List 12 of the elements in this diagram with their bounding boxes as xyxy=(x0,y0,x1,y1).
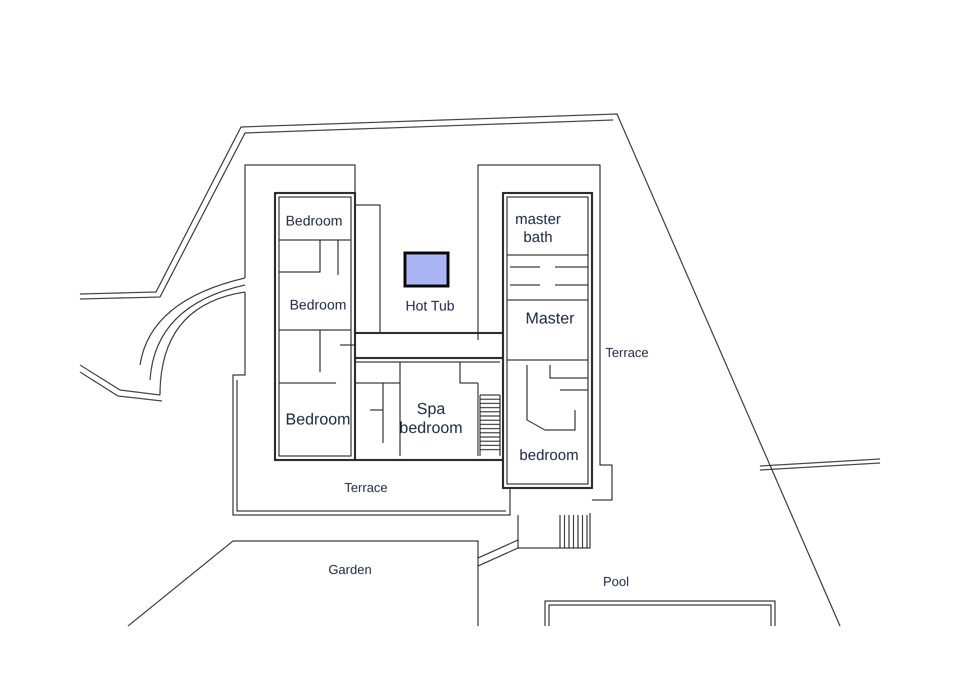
area-label: Garden xyxy=(327,562,373,578)
room-label: Bedroom xyxy=(284,410,352,430)
area-label: Pool xyxy=(602,574,630,590)
room-label: Spa bedroom xyxy=(398,400,464,438)
room-label: Master xyxy=(524,309,576,329)
room-label: master bath xyxy=(514,211,562,247)
area-label: Hot Tub xyxy=(404,298,456,314)
area-label: Terrace xyxy=(343,480,389,496)
room-label: bedroom xyxy=(518,447,580,465)
room-label: Bedroom xyxy=(288,296,348,314)
area-label: Terrace xyxy=(604,345,650,361)
room-label: Bedroom xyxy=(284,212,344,230)
